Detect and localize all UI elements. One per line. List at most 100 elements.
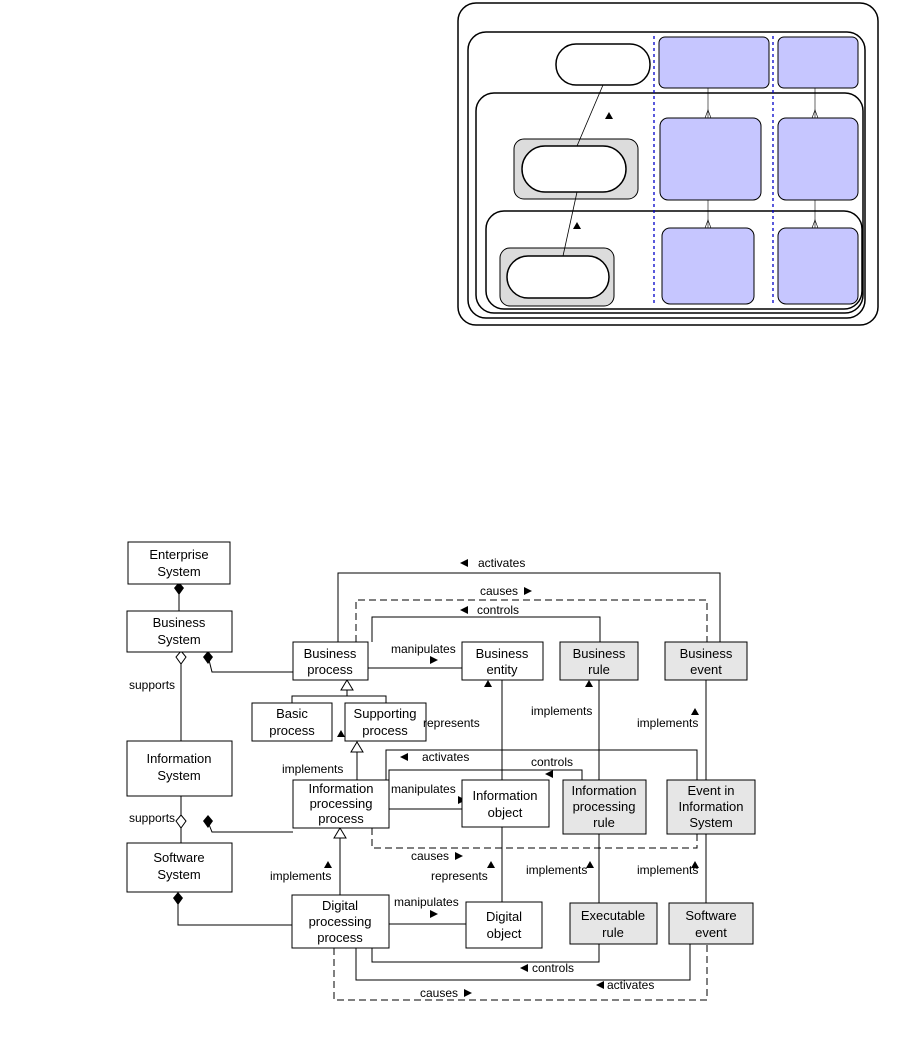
label-implements-process-1: implements — [282, 762, 343, 776]
aggregation-diamond-1 — [175, 650, 187, 665]
generalization-triangle-1 — [340, 679, 354, 691]
business-system-box: Business System — [126, 610, 233, 653]
pill-arrow-2 — [573, 222, 581, 229]
software-system-label-1: Software — [153, 850, 204, 865]
information-object-box: Information object — [461, 779, 550, 828]
eis-label-1: Event in — [688, 783, 735, 798]
label-implements-process-2: implements — [270, 869, 331, 883]
pill-row-1 — [555, 43, 651, 86]
bottom-diagram: Enterprise System Business System Inform… — [126, 541, 756, 1001]
software-event-box: Software event — [668, 902, 754, 945]
purple-box-r3-c1 — [661, 227, 755, 305]
digital-processing-process-box: Digital processing process — [291, 894, 390, 949]
dashed-connectors — [333, 599, 708, 1001]
event-in-information-system-box: Event in Information System — [666, 779, 756, 835]
executable-rule-label-1: Executable — [581, 908, 645, 923]
ipr-label-1: Information — [571, 783, 636, 798]
dpp-label-3: process — [317, 930, 363, 945]
business-event-label-2: event — [690, 662, 722, 677]
software-event-label-1: Software — [685, 908, 736, 923]
basic-process-label-1: Basic — [276, 706, 308, 721]
label-manipulates-3: manipulates — [394, 895, 459, 909]
composition-diamond-1 — [174, 582, 184, 595]
information-object-label-2: object — [488, 805, 523, 820]
generalization-triangle-3 — [333, 827, 347, 839]
enterprise-system-label-1: Enterprise — [149, 547, 208, 562]
purple-box-r3-c2 — [777, 227, 859, 305]
software-event-label-2: event — [695, 925, 727, 940]
pill-arrow-1 — [605, 112, 613, 119]
connectors — [177, 572, 721, 981]
aggregation-diamond-2 — [175, 814, 187, 829]
information-processing-process-box: Information processing process — [292, 779, 390, 829]
label-controls-top: controls — [477, 603, 519, 617]
business-entity-label-2: entity — [486, 662, 518, 677]
enterprise-system-box: Enterprise System — [127, 541, 231, 585]
label-represents-1: represents — [423, 716, 480, 730]
connector-labels: activates causes controls supports suppo… — [129, 556, 698, 1000]
purple-box-r2-c1 — [659, 117, 762, 201]
supporting-process-box: Supporting process — [344, 702, 427, 742]
label-represents-2: represents — [431, 869, 488, 883]
information-system-label-2: System — [157, 768, 200, 783]
composition-diamond-2 — [203, 651, 213, 664]
enterprise-system-label-2: System — [157, 564, 200, 579]
label-supports-2: supports — [129, 811, 175, 825]
executable-rule-box: Executable rule — [569, 902, 658, 945]
ipr-label-3: rule — [593, 815, 615, 830]
business-entity-box: Business entity — [461, 641, 544, 681]
business-system-label-2: System — [157, 632, 200, 647]
business-entity-label-1: Business — [476, 646, 529, 661]
business-process-label-1: Business — [304, 646, 357, 661]
basic-process-label-2: process — [269, 723, 315, 738]
ipp-label-2: processing — [310, 796, 373, 811]
business-system-label-1: Business — [153, 615, 206, 630]
supporting-process-label-1: Supporting — [354, 706, 417, 721]
label-implements-rule-1: implements — [531, 704, 592, 718]
label-causes-mid: causes — [411, 849, 449, 863]
software-system-box: Software System — [126, 842, 233, 893]
eis-label-3: System — [689, 815, 732, 830]
business-rule-label-1: Business — [573, 646, 626, 661]
business-process-box: Business process — [292, 641, 369, 681]
label-controls-bottom: controls — [532, 961, 574, 975]
business-event-label-1: Business — [680, 646, 733, 661]
label-controls-mid: controls — [531, 755, 573, 769]
label-implements-rule-2: implements — [526, 863, 587, 877]
business-process-label-2: process — [307, 662, 353, 677]
basic-process-box: Basic process — [251, 702, 333, 742]
label-causes-top: causes — [480, 584, 518, 598]
executable-rule-label-2: rule — [602, 925, 624, 940]
supporting-process-label-2: process — [362, 723, 408, 738]
information-system-label-1: Information — [146, 751, 211, 766]
information-processing-rule-box: Information processing rule — [562, 779, 647, 835]
purple-box-r1-c1 — [658, 36, 770, 89]
business-event-box: Business event — [664, 641, 748, 681]
business-rule-label-2: rule — [588, 662, 610, 677]
label-manipulates-2: manipulates — [391, 782, 456, 796]
information-object-label-1: Information — [472, 788, 537, 803]
direction-arrows — [324, 559, 699, 997]
label-implements-event-1: implements — [637, 716, 698, 730]
ipr-label-2: processing — [573, 799, 636, 814]
eis-label-2: Information — [678, 799, 743, 814]
label-activates-bottom: activates — [607, 978, 654, 992]
label-activates-mid: activates — [422, 750, 469, 764]
ipp-label-1: Information — [308, 781, 373, 796]
purple-box-r2-c2 — [777, 117, 859, 201]
pill-link-1 — [576, 84, 604, 147]
software-system-label-2: System — [157, 867, 200, 882]
label-causes-bottom: causes — [420, 986, 458, 1000]
dpp-label-2: processing — [309, 914, 372, 929]
business-rule-box: Business rule — [559, 641, 639, 681]
composition-diamond-4 — [173, 892, 183, 905]
digital-object-label-1: Digital — [486, 909, 522, 924]
top-diagram — [457, 2, 879, 326]
generalization-triangle-2 — [350, 741, 364, 753]
label-implements-event-2: implements — [637, 863, 698, 877]
information-system-box: Information System — [126, 740, 233, 797]
label-supports-1: supports — [129, 678, 175, 692]
label-manipulates-1: manipulates — [391, 642, 456, 656]
purple-links — [704, 88, 819, 229]
